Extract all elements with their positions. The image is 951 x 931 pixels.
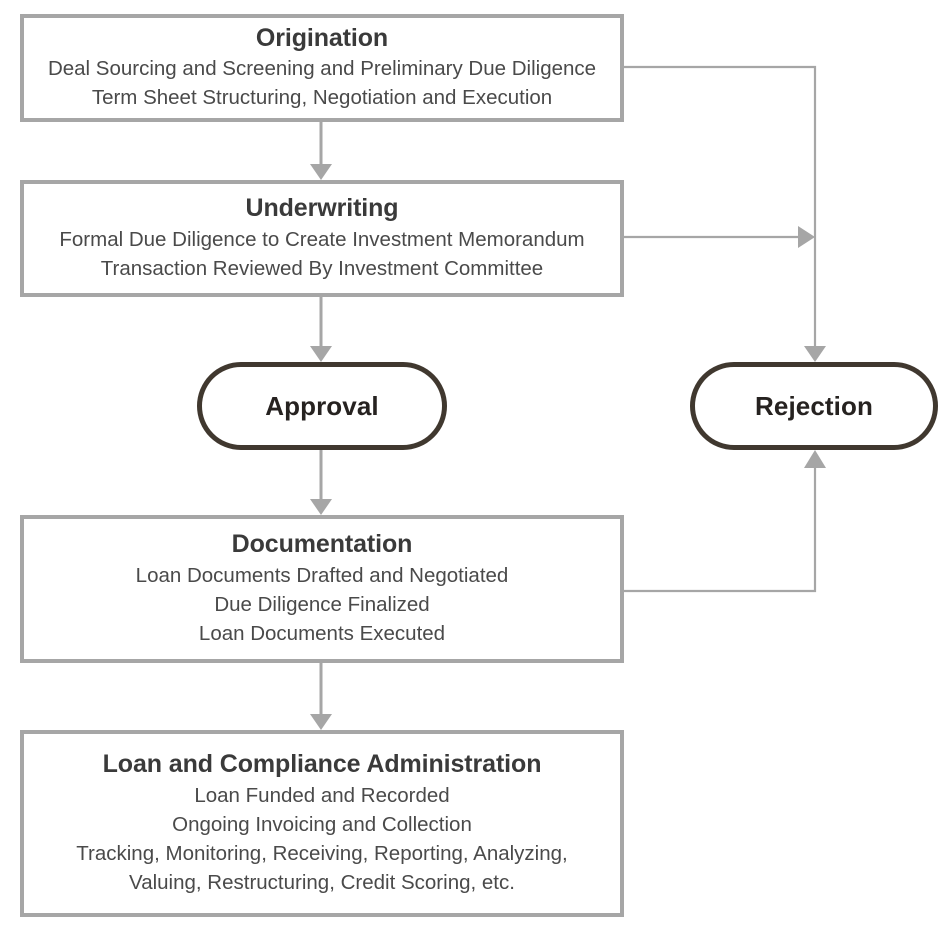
node-approval[interactable]: Approval (197, 362, 447, 450)
node-underwriting-title: Underwriting (245, 194, 399, 223)
node-rejection[interactable]: Rejection (690, 362, 938, 450)
node-documentation-line-3: Loan Documents Executed (198, 621, 446, 645)
node-origination-line-1: Deal Sourcing and Screening and Prelimin… (47, 57, 597, 81)
node-underwriting-line-2: Transaction Reviewed By Investment Commi… (100, 256, 544, 280)
node-origination-title: Origination (255, 23, 389, 52)
node-documentation[interactable]: Documentation Loan Documents Drafted and… (20, 515, 624, 663)
node-underwriting[interactable]: Underwriting Formal Due Diligence to Cre… (20, 180, 624, 297)
node-documentation-title: Documentation (231, 530, 413, 559)
edge-underwriting-to-rejection (624, 226, 815, 248)
node-approval-label: Approval (265, 390, 379, 421)
node-origination-line-2: Term Sheet Structuring, Negotiation and … (91, 86, 553, 110)
node-administration-line-3: Tracking, Monitoring, Receiving, Reporti… (76, 841, 568, 865)
node-administration-line-4: Valuing, Restructuring, Credit Scoring, … (129, 870, 515, 894)
edge-documentation-to-administration (310, 663, 332, 730)
node-administration-title: Loan and Compliance Administration (102, 750, 542, 779)
node-origination[interactable]: Origination Deal Sourcing and Screening … (20, 14, 624, 122)
node-underwriting-line-1: Formal Due Diligence to Create Investmen… (59, 227, 585, 251)
edge-origination-to-underwriting (310, 122, 332, 180)
edge-approval-to-documentation (310, 450, 332, 515)
node-administration-line-2: Ongoing Invoicing and Collection (172, 812, 472, 836)
node-documentation-line-2: Due Diligence Finalized (214, 592, 430, 616)
node-administration-line-1: Loan Funded and Recorded (194, 783, 450, 807)
node-documentation-line-1: Loan Documents Drafted and Negotiated (135, 563, 509, 587)
node-rejection-label: Rejection (755, 390, 873, 421)
edge-documentation-to-rejection (624, 450, 826, 593)
node-administration[interactable]: Loan and Compliance Administration Loan … (20, 730, 624, 917)
edge-origination-to-rejection (624, 65, 826, 362)
edge-underwriting-to-approval (310, 297, 332, 362)
